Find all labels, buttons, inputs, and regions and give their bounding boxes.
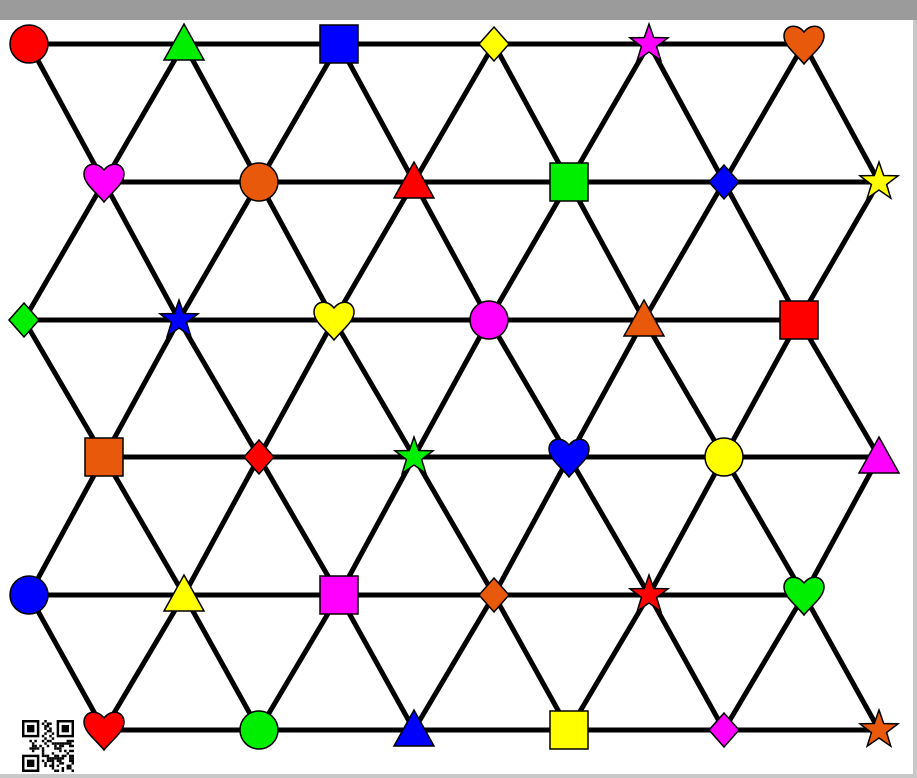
magenta-diamond-icon[interactable] xyxy=(707,711,741,749)
edge-diagonal xyxy=(181,41,262,185)
edge-diagonal xyxy=(411,454,497,598)
orange-triangle-icon[interactable] xyxy=(622,298,666,337)
edge-diagonal xyxy=(21,179,107,323)
orange-circle-icon[interactable] xyxy=(239,162,279,202)
window-right-edge xyxy=(913,20,917,778)
green-heart-icon[interactable] xyxy=(783,576,825,617)
edge-diagonal xyxy=(486,317,572,460)
yellow-circle-icon[interactable] xyxy=(704,437,744,477)
edge-diagonal xyxy=(721,41,807,185)
edge-diagonal xyxy=(411,592,497,733)
edge-diagonal xyxy=(491,454,572,598)
blue-triangle-icon[interactable] xyxy=(392,708,436,747)
edge-diagonal xyxy=(721,454,807,598)
edge-diagonal xyxy=(486,179,572,323)
window-top-bar xyxy=(0,0,917,20)
edge-diagonal xyxy=(256,317,337,460)
yellow-diamond-icon[interactable] xyxy=(477,25,511,63)
edge-diagonal xyxy=(331,179,417,323)
orange-square-icon[interactable] xyxy=(84,437,124,477)
yellow-square-icon[interactable] xyxy=(549,710,589,750)
edge-diagonal xyxy=(176,179,262,323)
magenta-triangle-icon[interactable] xyxy=(857,435,901,474)
edge-diagonal xyxy=(641,317,727,460)
edge-diagonal xyxy=(801,592,882,733)
edge-diagonal xyxy=(566,592,652,733)
red-star-icon[interactable] xyxy=(627,572,671,614)
edge-diagonal xyxy=(336,592,417,733)
blue-star-icon[interactable] xyxy=(157,297,201,339)
edge-diagonal xyxy=(566,454,652,598)
green-square-icon[interactable] xyxy=(549,162,589,202)
yellow-heart-icon[interactable] xyxy=(313,301,355,342)
edge-diagonal xyxy=(491,41,572,185)
edge-diagonal xyxy=(801,454,882,598)
qr-code-icon xyxy=(22,720,74,772)
edge-diagonal xyxy=(256,592,342,733)
edge-diagonal xyxy=(256,179,337,323)
edge-diagonal xyxy=(566,317,647,460)
magenta-square-icon[interactable] xyxy=(319,575,359,615)
edge-diagonal xyxy=(181,454,262,598)
edge-diagonal xyxy=(411,179,492,323)
yellow-star-icon[interactable] xyxy=(857,159,901,201)
edge-diagonal xyxy=(641,179,727,323)
edge-diagonal xyxy=(26,592,107,733)
yellow-triangle-icon[interactable] xyxy=(162,573,206,612)
edge-diagonal xyxy=(336,41,417,185)
edge-diagonal xyxy=(566,41,652,185)
window-bottom-edge xyxy=(0,774,917,778)
edge-diagonal xyxy=(256,41,342,185)
edge-diagonal xyxy=(566,179,647,323)
edge-diagonal xyxy=(796,317,882,460)
edge-diagonal xyxy=(721,317,802,460)
edge-diagonal xyxy=(336,454,417,598)
edge-diagonal xyxy=(101,41,187,185)
edge-diagonal xyxy=(796,179,882,323)
edge-diagonal xyxy=(721,592,807,733)
board-nodes xyxy=(7,21,901,752)
edge-diagonal xyxy=(646,41,727,185)
orange-star-icon[interactable] xyxy=(857,707,901,749)
edge-diagonal xyxy=(21,317,107,460)
edge-diagonal xyxy=(646,454,727,598)
edge-diagonal xyxy=(256,454,342,598)
blue-circle-icon[interactable] xyxy=(9,575,49,615)
red-heart-icon[interactable] xyxy=(83,711,125,752)
green-diamond-icon[interactable] xyxy=(7,301,41,339)
blue-heart-icon[interactable] xyxy=(548,438,590,479)
red-circle-icon[interactable] xyxy=(9,24,49,64)
edge-diagonal xyxy=(801,41,882,185)
green-triangle-icon[interactable] xyxy=(162,22,206,61)
edge-diagonal xyxy=(26,41,107,185)
green-star-icon[interactable] xyxy=(392,434,436,476)
magenta-star-icon[interactable] xyxy=(627,21,671,63)
edge-diagonal xyxy=(411,41,497,185)
edge-diagonal xyxy=(26,454,107,598)
edge-diagonal xyxy=(721,179,802,323)
blue-diamond-icon[interactable] xyxy=(707,163,741,201)
orange-diamond-icon[interactable] xyxy=(477,576,511,614)
red-square-icon[interactable] xyxy=(779,300,819,340)
magenta-heart-icon[interactable] xyxy=(83,163,125,204)
magenta-circle-icon[interactable] xyxy=(469,300,509,340)
edge-diagonal xyxy=(101,454,187,598)
edge-diagonal xyxy=(176,317,262,460)
edge-diagonal xyxy=(411,317,492,460)
edge-diagonal xyxy=(101,179,182,323)
board-edges xyxy=(21,41,882,733)
edge-diagonal xyxy=(331,317,417,460)
edge-diagonal xyxy=(101,592,187,733)
blue-square-icon[interactable] xyxy=(319,24,359,64)
edge-diagonal xyxy=(646,592,727,733)
edge-diagonal xyxy=(491,592,572,733)
orange-heart-icon[interactable] xyxy=(783,25,825,66)
edge-diagonal xyxy=(101,317,182,460)
red-diamond-icon[interactable] xyxy=(242,438,276,476)
green-circle-icon[interactable] xyxy=(239,710,279,750)
red-triangle-icon[interactable] xyxy=(392,160,436,199)
edge-diagonal xyxy=(181,592,262,733)
